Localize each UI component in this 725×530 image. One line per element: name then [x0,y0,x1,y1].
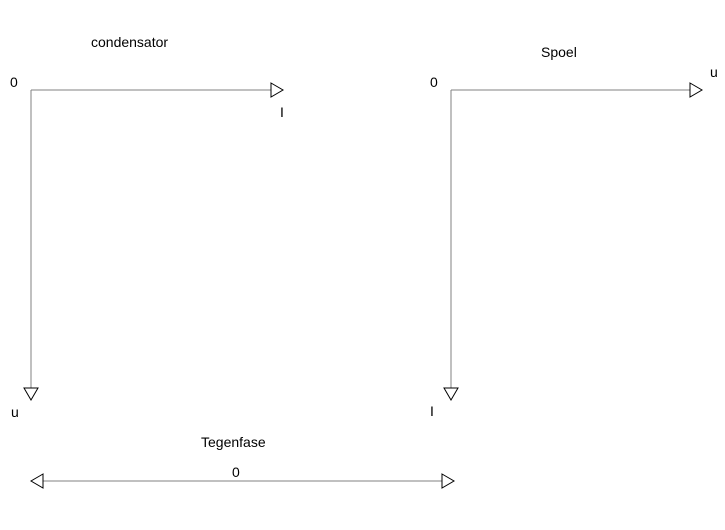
capacitor-vertical-arrowhead [23,387,39,401]
inductor-vertical-axis-label: I [430,403,434,419]
capacitor-diagram: condensator 0 I u [10,34,284,420]
inductor-diagram: Spoel 0 u I [430,44,718,419]
antiphase-diagram: Tegenfase 0 [30,434,455,489]
inductor-title: Spoel [541,44,577,60]
capacitor-vertical-axis-label: u [11,404,19,420]
capacitor-title: condensator [91,34,168,50]
capacitor-horizontal-arrowhead [270,82,284,98]
inductor-vertical-arrowhead [443,387,459,401]
inductor-horizontal-axis-label: u [710,64,718,80]
antiphase-left-arrowhead [30,473,44,489]
inductor-origin-label: 0 [430,74,438,90]
antiphase-right-arrowhead [441,473,455,489]
capacitor-origin-label: 0 [10,74,18,90]
antiphase-center-label: 0 [232,464,240,480]
antiphase-title: Tegenfase [201,434,266,450]
inductor-horizontal-arrowhead [689,82,703,98]
capacitor-horizontal-axis-label: I [280,104,284,120]
